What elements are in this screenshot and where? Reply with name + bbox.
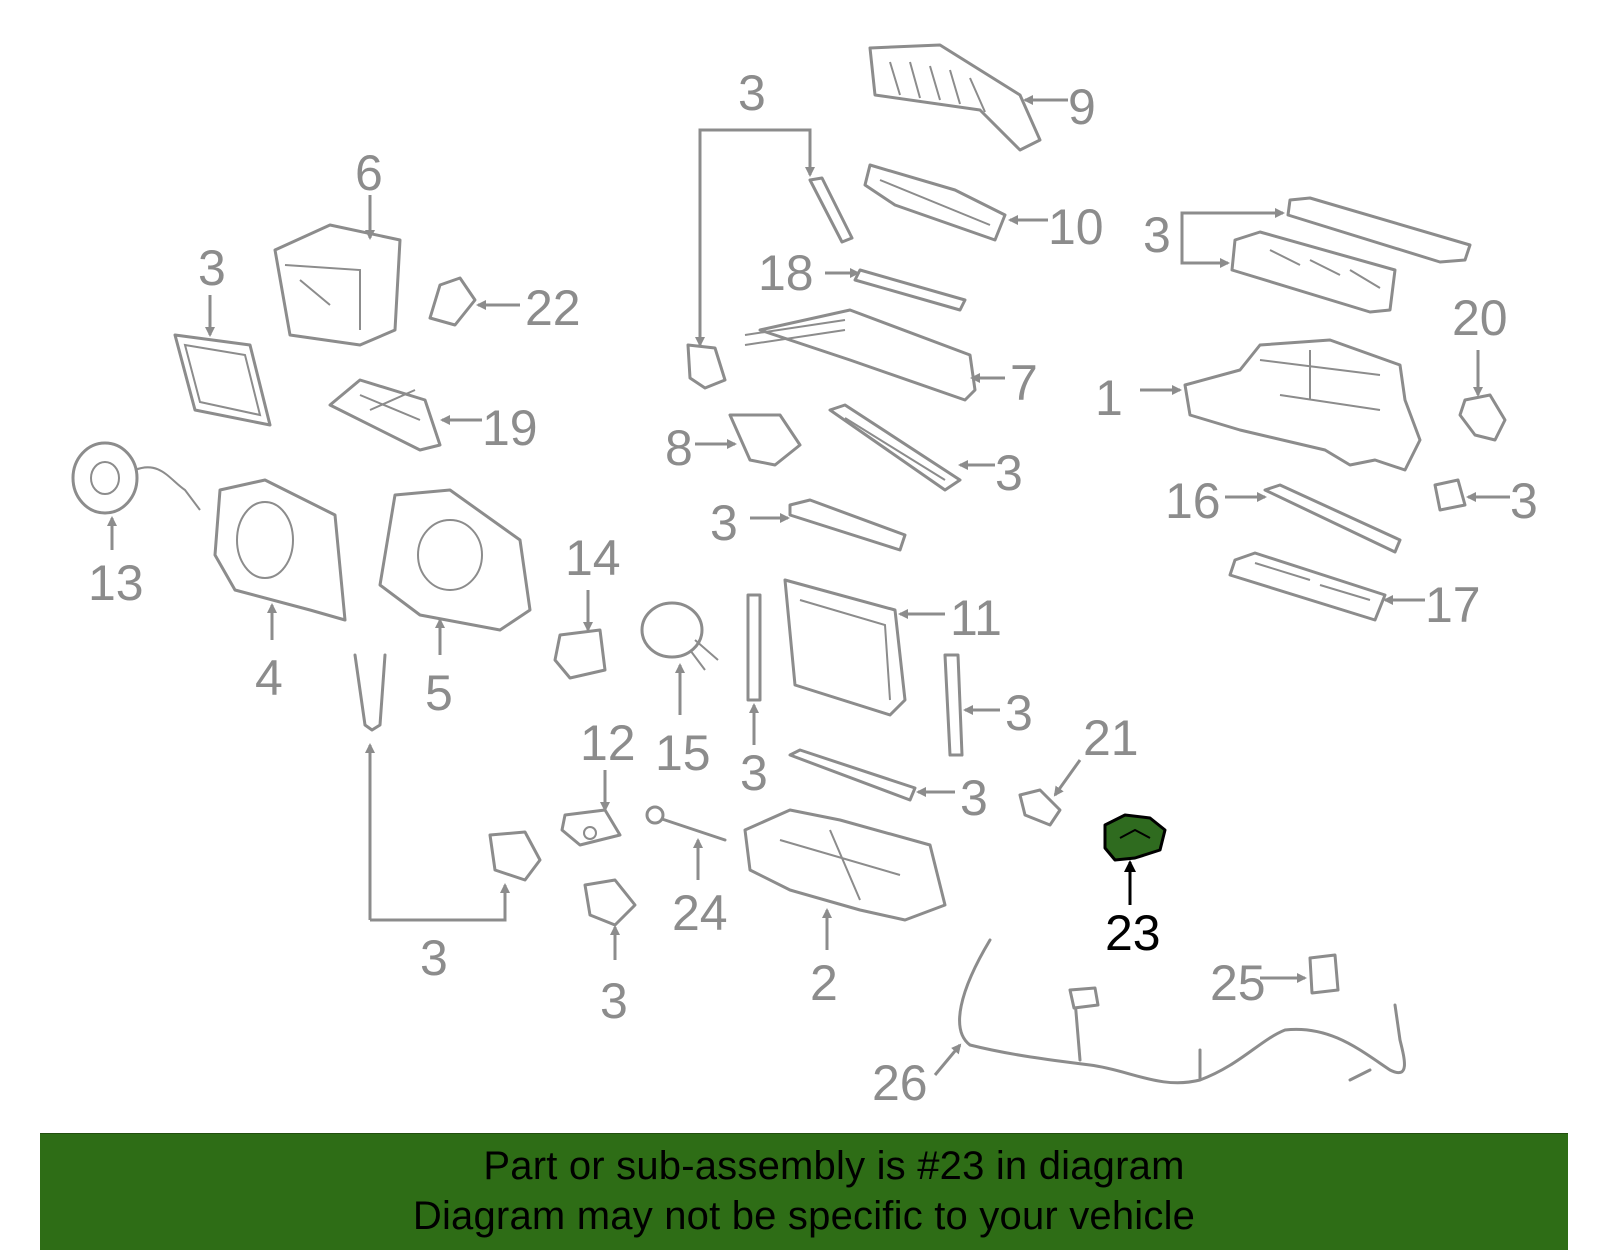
- callout-4: 4: [255, 650, 283, 706]
- part-21-sensor: [1018, 788, 1062, 827]
- callout-3-right-top: 3: [1143, 207, 1171, 263]
- callout-19: 19: [482, 400, 538, 456]
- callout-6: 6: [355, 145, 383, 201]
- part-3-vertical-seal-left: [746, 593, 762, 702]
- callout-22: 22: [525, 280, 581, 336]
- callout-7: 7: [1010, 355, 1038, 411]
- part-6-housing: [273, 223, 402, 347]
- banner-line-2: Diagram may not be specific to your vehi…: [412, 1194, 1196, 1238]
- callout-15: 15: [655, 725, 711, 781]
- callout-11: 11: [950, 590, 1002, 646]
- part-3-strip-mid: [788, 498, 907, 552]
- part-3-u-seal: [353, 653, 387, 732]
- callout-20: 20: [1452, 290, 1508, 346]
- part-2-lower-case: [743, 808, 947, 922]
- callout-1: 1: [1095, 370, 1123, 426]
- part-13-blower-motor: [71, 441, 201, 515]
- part-3-vertical-seal-right: [943, 653, 964, 757]
- callout-3-bottom-left: 3: [420, 930, 448, 986]
- callout-8: 8: [665, 420, 693, 476]
- part-3-cabin-filter: [173, 333, 272, 427]
- part-9-duct: [868, 43, 1042, 152]
- part-22-sensor: [428, 276, 477, 327]
- callout-3-strip: 3: [710, 495, 738, 551]
- part-17-filter: [1228, 551, 1387, 622]
- callout-17: 17: [1425, 577, 1481, 633]
- part-18-seal: [853, 268, 967, 312]
- callout-25: 25: [1210, 955, 1266, 1011]
- part-23-highlighted: [1103, 813, 1167, 862]
- part-1-hvac-module: [1183, 338, 1422, 472]
- callout-5: 5: [425, 665, 453, 721]
- callout-14: 14: [565, 530, 621, 586]
- part-20-actuator: [1458, 393, 1507, 442]
- callout-3-small-right: 3: [1510, 473, 1538, 529]
- callout-16: 16: [1165, 473, 1221, 529]
- part-3-gasket-small: [488, 830, 542, 882]
- part-3-small-right: [1433, 478, 1467, 512]
- callout-10: 10: [1048, 199, 1104, 255]
- part-14-actuator: [553, 628, 607, 680]
- callout-21: 21: [1083, 710, 1139, 766]
- callout-18: 18: [758, 245, 814, 301]
- part-7-heater-core: [744, 308, 977, 402]
- part-19-grille: [328, 378, 442, 452]
- part-8-actuator: [728, 413, 802, 467]
- part-3-oval-gasket: [583, 878, 637, 927]
- part-26-wire-harness: [958, 938, 1406, 1085]
- callout-23: 23: [1105, 905, 1161, 961]
- info-banner: Part or sub-assembly is #23 in diagram D…: [40, 1133, 1568, 1250]
- part-4-blower-housing: [213, 478, 347, 622]
- part-10-duct: [863, 163, 1007, 242]
- callout-3-vert: 3: [740, 745, 768, 801]
- part-3-filter-grid-right: [1230, 230, 1397, 314]
- callout-24: 24: [672, 885, 728, 941]
- part-16-bracket: [1263, 483, 1402, 554]
- part-3-seal-strip-top: [808, 176, 854, 244]
- part-12-valve: [560, 808, 622, 847]
- part-5-scroll-housing: [378, 488, 532, 632]
- callout-26: 26: [872, 1055, 928, 1111]
- callout-13: 13: [88, 555, 144, 611]
- part-11-evaporator: [783, 578, 907, 717]
- part-3-horizontal-seal: [788, 748, 917, 802]
- part-3-filter-top-right: [1286, 196, 1472, 264]
- part-3-clip: [686, 343, 727, 390]
- part-15-motor: [640, 601, 719, 671]
- part-3-filter-frame: [828, 403, 962, 492]
- callout-3-top: 3: [738, 65, 766, 121]
- callout-3-right-strip: 3: [1005, 685, 1033, 741]
- callout-12: 12: [580, 715, 636, 771]
- banner-line-1: Part or sub-assembly is #23 in diagram: [483, 1144, 1185, 1188]
- callout-3-left: 3: [198, 240, 226, 296]
- callout-2: 2: [810, 955, 838, 1011]
- callout-3-horiz: 3: [960, 770, 988, 826]
- part-24-bolt: [645, 805, 727, 842]
- callout-9: 9: [1068, 79, 1096, 135]
- callout-3-oval: 3: [600, 973, 628, 1029]
- part-25-grommet: [1308, 953, 1340, 995]
- callout-3-mid: 3: [995, 445, 1023, 501]
